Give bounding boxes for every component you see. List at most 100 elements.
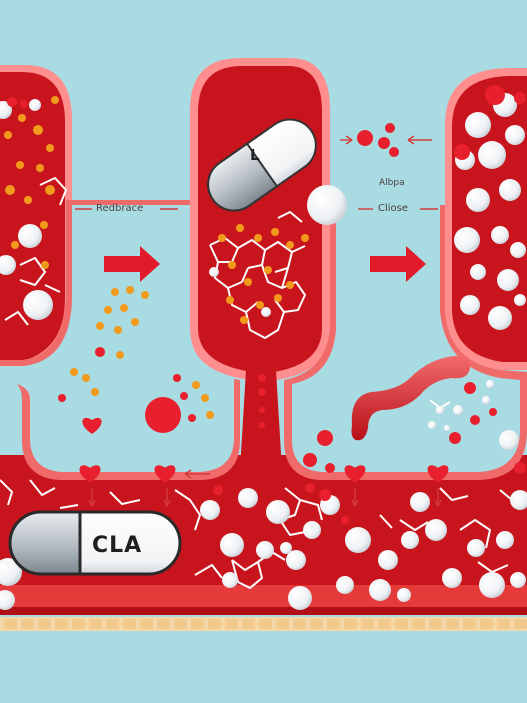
- red-particle: [173, 374, 181, 382]
- particles: [0, 85, 527, 610]
- orange-particle: [228, 261, 236, 269]
- molecule-icon: [279, 519, 306, 536]
- white-particle: [453, 405, 463, 415]
- heart-icon: [82, 417, 102, 434]
- red-particle: [514, 462, 526, 474]
- white-particle: [23, 290, 53, 320]
- red-particle: [357, 130, 373, 146]
- white-particle: [0, 558, 22, 586]
- white-particle: [444, 425, 450, 431]
- white-particle: [491, 226, 509, 244]
- red-particle: [95, 347, 105, 357]
- heart-icon: [344, 465, 366, 483]
- white-particle: [200, 500, 220, 520]
- orange-particle: [116, 351, 124, 359]
- hearts: [79, 417, 449, 483]
- molecule-icon: [39, 177, 67, 206]
- orange-particle: [274, 294, 282, 302]
- red-particle: [464, 382, 476, 394]
- red-worm: [351, 356, 470, 441]
- red-particle: [259, 407, 265, 413]
- white-particle: [486, 380, 494, 388]
- white-particle: [307, 185, 347, 225]
- white-particle: [497, 269, 519, 291]
- red-particle: [449, 432, 461, 444]
- white-particle: [514, 294, 526, 306]
- orange-particle: [16, 161, 24, 169]
- white-particle: [261, 307, 271, 317]
- white-particle: [467, 539, 485, 557]
- white-particle: [222, 572, 238, 588]
- tissue-tile: [480, 619, 493, 629]
- heart-icon: [427, 465, 449, 483]
- molecule-icon: [174, 489, 201, 531]
- white-particle: [0, 255, 16, 275]
- white-particle: [410, 492, 430, 512]
- molecule-icon: [194, 564, 223, 579]
- orange-particle: [192, 381, 200, 389]
- orange-particle: [240, 316, 248, 324]
- molecule-icon: [459, 519, 491, 549]
- white-particle: [470, 264, 486, 280]
- orange-particle: [104, 306, 112, 314]
- white-particle: [303, 521, 321, 539]
- red-particle: [258, 388, 266, 396]
- orange-particle: [114, 326, 122, 334]
- red-particle: [319, 489, 331, 501]
- label-alpha: Albpa: [379, 178, 405, 188]
- molecule-icon: [245, 311, 285, 339]
- tissue-tile: [327, 619, 340, 629]
- red-particle: [58, 394, 66, 402]
- orange-particle: [286, 281, 294, 289]
- white-particle: [488, 306, 512, 330]
- red-particle: [470, 415, 480, 425]
- orange-particle: [96, 322, 104, 330]
- tissue-tile: [395, 619, 408, 629]
- capsule-icon: [207, 118, 317, 212]
- orange-particle: [46, 144, 54, 152]
- tissue-tile: [429, 619, 442, 629]
- white-particle: [499, 179, 521, 201]
- red-particle: [7, 97, 17, 107]
- molecule-icon: [241, 267, 249, 283]
- white-particle: [482, 396, 490, 404]
- red-particle: [454, 144, 470, 160]
- orange-particle: [51, 96, 59, 104]
- orange-particle: [218, 234, 226, 242]
- orange-particle: [24, 196, 32, 204]
- white-particle: [479, 572, 505, 598]
- tissue-tile: [446, 619, 459, 629]
- molecule-icon: [439, 487, 469, 501]
- orange-particle: [41, 261, 49, 269]
- label-close: Cliose: [378, 203, 409, 214]
- orange-particle: [201, 394, 209, 402]
- white-particle: [256, 541, 274, 559]
- tissue-tile: [225, 619, 238, 629]
- right-arrow-icon: [370, 246, 426, 282]
- white-particle: [454, 227, 480, 253]
- orange-particle: [111, 288, 119, 296]
- molecule-icon: [261, 264, 289, 289]
- orange-particle: [206, 411, 214, 419]
- right-arrow-icon: [104, 246, 160, 282]
- molecule-icon: [231, 559, 263, 589]
- capsule-cla-icon: [8, 510, 182, 576]
- white-particle: [209, 267, 219, 277]
- molecule-icon: [0, 479, 13, 506]
- tissue-tile: [293, 619, 306, 629]
- tissue-tile: [259, 619, 272, 629]
- white-particle: [401, 531, 419, 549]
- orange-particle: [244, 278, 252, 286]
- molecule-icon: [19, 257, 46, 286]
- white-particle: [442, 568, 462, 588]
- tissue-tile: [123, 619, 136, 629]
- red-particle: [325, 463, 335, 473]
- white-particle: [220, 533, 244, 557]
- molecule-icon: [4, 311, 29, 326]
- tissue-tile: [208, 619, 221, 629]
- red-particle: [378, 137, 390, 149]
- molecule-icon: [277, 211, 303, 223]
- tissue-tile: [361, 619, 374, 629]
- tissue-band: [0, 617, 527, 631]
- tissue-tile: [242, 619, 255, 629]
